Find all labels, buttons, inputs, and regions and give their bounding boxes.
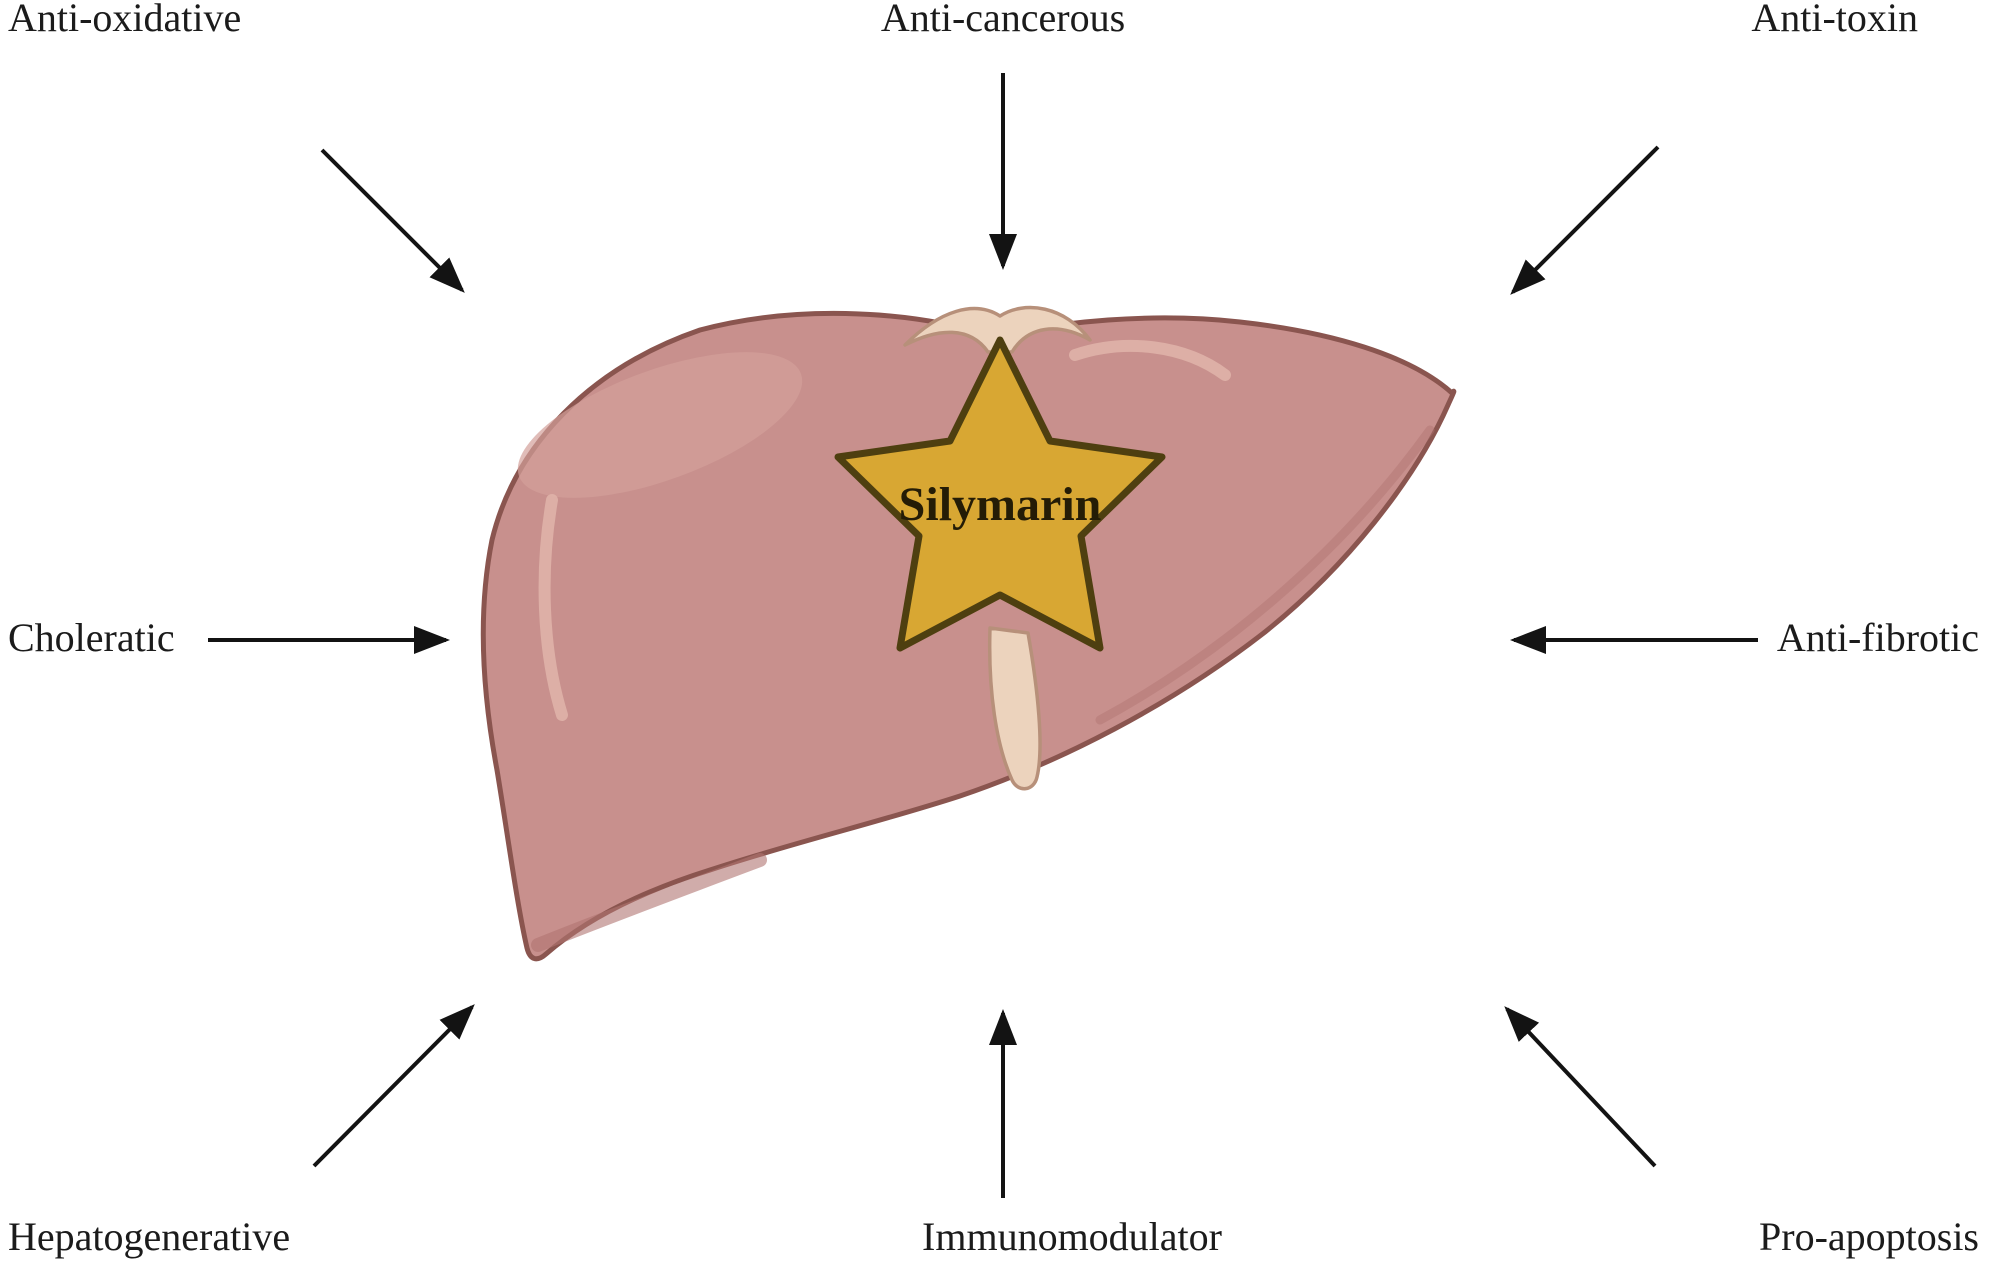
label-anti-cancerous: Anti-cancerous <box>880 0 1126 40</box>
liver-highlight-right-lobe <box>1069 339 1231 381</box>
label-choleratic: Choleratic <box>8 615 175 660</box>
liver-highlight-upper-left <box>517 352 803 498</box>
silymarin-star: Silymarin <box>834 336 1166 652</box>
label-pro-apoptosis: Pro-apoptosis <box>1759 1214 1979 1259</box>
arrow-anti-oxidative <box>320 148 465 293</box>
liver-illustration <box>480 305 1457 962</box>
arrows <box>208 73 1758 1198</box>
label-immunomodulator: Immunomodulator <box>922 1214 1222 1259</box>
star-label: Silymarin <box>899 478 1102 531</box>
liver-duct <box>987 626 1042 791</box>
liver-highlight-left-edge <box>538 494 568 721</box>
label-anti-fibrotic: Anti-fibrotic <box>1776 615 1979 660</box>
liver-ligament <box>903 305 1092 354</box>
label-anti-toxin: Anti-toxin <box>1751 0 1918 40</box>
arrow-pro-apoptosis <box>1504 1006 1657 1168</box>
arrow-hepatogenerative <box>312 1004 475 1168</box>
liver-shadow-right-wing <box>1095 425 1435 725</box>
label-anti-oxidative: Anti-oxidative <box>8 0 242 40</box>
liver-shadow-bottom-left <box>531 853 767 952</box>
label-hepatogenerative: Hepatogenerative <box>8 1214 291 1259</box>
arrow-anti-toxin <box>1510 145 1660 295</box>
star-shape <box>834 336 1166 652</box>
